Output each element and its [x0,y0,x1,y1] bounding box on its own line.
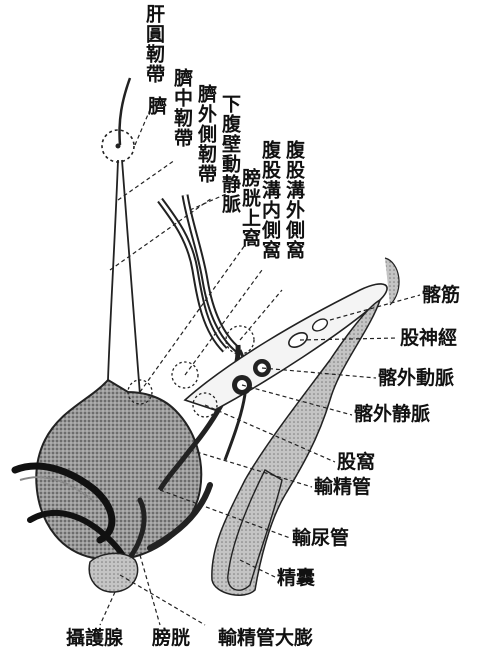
label-femoral-fossa: 股窩 [337,452,375,472]
label-lateral-umbilical-ligament: 臍外側靭帶 [196,84,216,184]
median-umbilical-ligament [108,160,118,380]
prostate-shape [89,553,137,592]
label-external-iliac-artery: 髂外動脈 [378,368,454,388]
label-bladder: 膀胱 [152,628,190,648]
label-lateral-inguinal-fossa: 腹股溝外側窩 [284,140,304,260]
iliac-sheath [185,284,387,410]
label-supravesical-fossa: 膀胱上窩 [240,168,260,248]
label-iliacus: 髂筋 [422,285,460,305]
label-external-iliac-vein: 髂外静脈 [354,404,430,424]
label-round-ligament-liver: 肝圓靭帶 [144,4,164,84]
label-umbilicus: 臍 [146,96,166,116]
label-vas-deferens: 輸精管 [314,477,371,497]
label-seminal-vesicle: 精囊 [277,568,315,588]
label-ureter: 輸尿管 [292,528,349,548]
label-prostate: 攝護腺 [66,628,123,648]
round-ligament-line [119,78,130,145]
label-ampulla-vas: 輸精管大膨 [218,628,313,648]
label-median-umbilical-ligament: 臍中靭帶 [172,68,192,148]
label-femoral-nerve: 股神經 [400,328,457,348]
label-inferior-epigastric-vessels: 下腹壁動静脈 [220,94,240,214]
label-medial-inguinal-fossa: 腹股溝内側窩 [260,140,280,260]
